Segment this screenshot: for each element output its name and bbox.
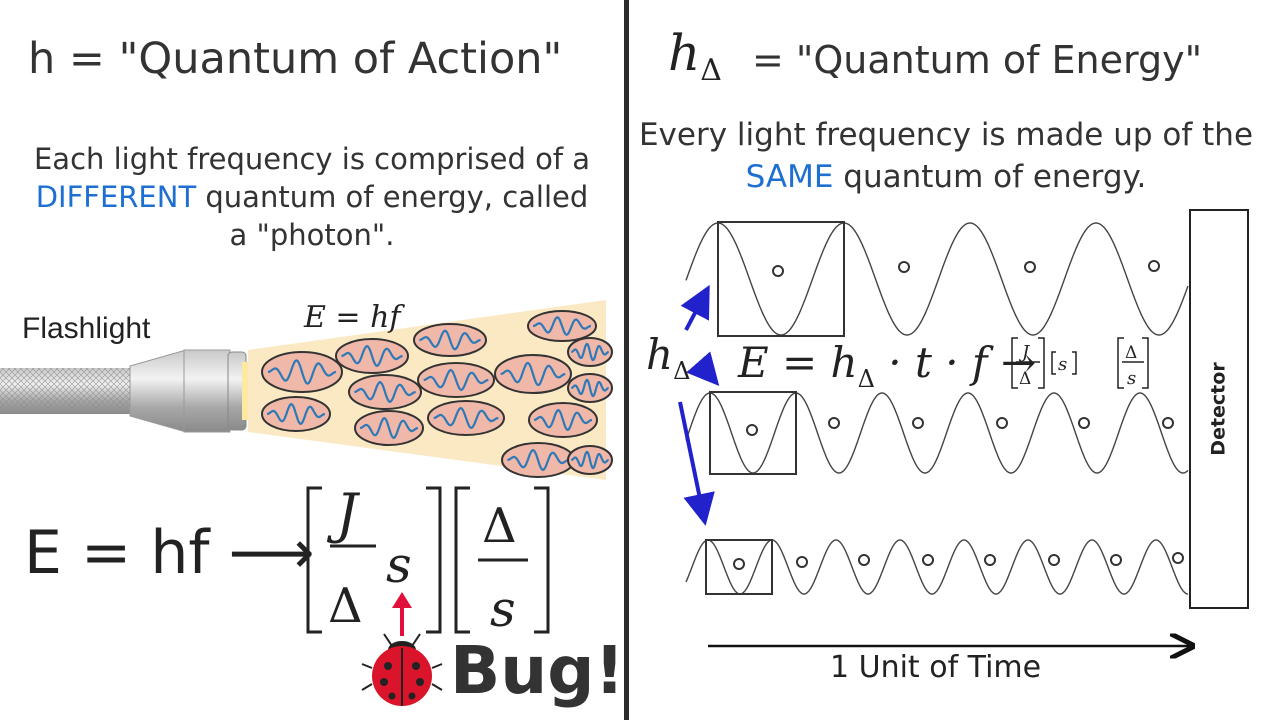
quantum-box-low — [717, 221, 845, 337]
left-desc-part1: Each light frequency is comprised of a — [33, 142, 591, 176]
time-label: 1 Unit of Time — [830, 650, 1042, 685]
quantum-box-mid — [709, 391, 797, 475]
quantum-dot-icon — [996, 417, 1008, 429]
right-desc-part2: quantum of energy. — [833, 159, 1147, 195]
h-delta-h: h — [646, 330, 674, 379]
beam-equation: E = hf — [304, 300, 401, 335]
quantum-dot-icon — [858, 554, 870, 566]
quantum-dot-icon — [746, 424, 758, 436]
wave-low-frequency — [685, 222, 1189, 336]
wave-high-frequency — [685, 539, 1189, 595]
unit-delta-1: Δ — [328, 578, 363, 634]
units-bracket-left — [306, 486, 550, 634]
right-description: Every light frequency is made up of the … — [636, 114, 1256, 198]
h-delta-symbol: hΔ — [646, 330, 690, 385]
right-eq-rest: · t · f → — [874, 338, 1037, 387]
arrow-to-high-icon — [678, 401, 715, 526]
photon-icon — [413, 323, 487, 357]
flashlight-icon — [0, 349, 248, 433]
right-desc-highlight: SAME — [745, 159, 834, 195]
photon-icon — [427, 400, 505, 436]
left-desc-highlight: DIFFERENT — [35, 180, 197, 214]
right-title-symbol: hΔ — [668, 24, 722, 88]
quantum-dot-icon — [1172, 552, 1184, 564]
right-title: = "Quantum of Energy" — [752, 38, 1203, 82]
quantum-dot-icon — [922, 554, 934, 566]
quantum-dot-icon — [1162, 417, 1174, 429]
photon-icon — [501, 442, 575, 478]
photon-group — [261, 310, 613, 478]
photon-icon — [567, 373, 613, 403]
unit-s-1: s — [386, 536, 412, 594]
wave-line — [685, 539, 1189, 595]
quantum-dot-icon — [912, 417, 924, 429]
quantum-dot-icon — [828, 417, 840, 429]
unit-s-2: s — [490, 580, 516, 638]
bug-arrow-icon — [392, 592, 412, 636]
left-desc-part2: quantum of energy, called a "photon". — [196, 180, 589, 252]
photon-icon — [261, 351, 343, 393]
unit-delta-2: Δ — [482, 498, 517, 554]
quantum-dot-icon — [733, 558, 745, 570]
right-unit-delta-2: Δ — [1125, 343, 1137, 363]
right-unit-delta-1: Δ — [1019, 369, 1031, 389]
right-title-sub: Δ — [700, 53, 722, 88]
photon-icon — [528, 402, 598, 438]
detector-label: Detector — [1190, 210, 1248, 608]
photon-icon — [348, 374, 422, 410]
wave-line — [685, 222, 1189, 336]
ladybug-icon — [361, 633, 443, 706]
right-equation: E = hΔ · t · f → — [738, 338, 1036, 393]
flashlight-label: Flashlight — [22, 312, 151, 345]
left-title: h = "Quantum of Action" — [28, 34, 563, 84]
quantum-dot-icon — [1024, 261, 1036, 273]
quantum-box-high — [705, 539, 773, 595]
arrow-to-mid-icon — [686, 351, 720, 387]
quantum-dot-icon — [796, 556, 808, 568]
right-units-brackets — [1011, 337, 1149, 389]
quantum-dot-icon — [1048, 554, 1060, 566]
quantum-dot-icon — [1148, 260, 1160, 272]
photon-icon — [354, 410, 424, 446]
right-desc-part1: Every light frequency is made up of the — [638, 117, 1254, 153]
photon-icon — [567, 337, 613, 367]
panel-divider — [624, 0, 629, 720]
right-title-h: h — [668, 24, 701, 82]
photon-icon — [417, 362, 495, 398]
photon-icon — [261, 396, 331, 432]
left-description: Each light frequency is comprised of a D… — [30, 140, 594, 254]
photon-icon — [494, 354, 572, 394]
bug-label: Bug! — [450, 632, 625, 709]
right-unit-s-2: s — [1127, 368, 1136, 389]
quantum-dot-icon — [984, 554, 996, 566]
wave-mid-frequency — [685, 392, 1189, 474]
right-eq-main: E = h — [738, 338, 858, 387]
detector-box — [1189, 209, 1249, 609]
big-equation: E = hf ⟶ — [24, 518, 315, 588]
right-unit-s-1: s — [1058, 354, 1067, 375]
photon-icon — [527, 310, 597, 342]
quantum-dot-icon — [898, 261, 910, 273]
h-delta-sub: Δ — [673, 357, 691, 385]
quantum-dot-icon — [1110, 554, 1122, 566]
right-unit-j: J — [1018, 342, 1031, 363]
wave-line — [685, 392, 1189, 474]
right-eq-sub: Δ — [857, 365, 875, 393]
quantum-dot-icon — [1078, 417, 1090, 429]
quantum-dot-icon — [772, 265, 784, 277]
arrow-to-low-icon — [680, 284, 710, 331]
photon-icon — [567, 445, 613, 475]
unit-j: J — [326, 482, 361, 545]
photon-icon — [335, 338, 409, 374]
detector-text: Detector — [1208, 362, 1230, 456]
